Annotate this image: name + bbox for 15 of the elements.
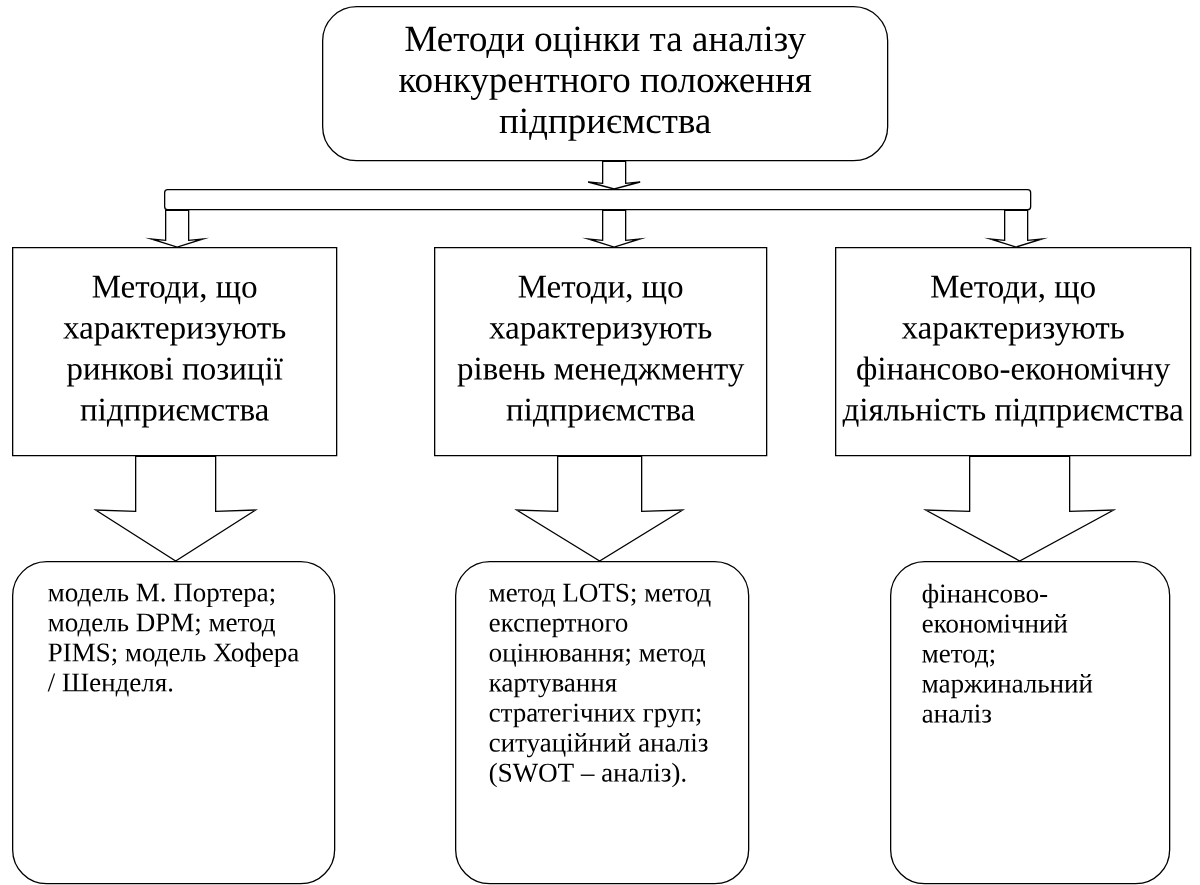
block-arrow bbox=[587, 160, 641, 190]
block-arrow bbox=[514, 455, 686, 562]
block-arrow bbox=[93, 455, 258, 562]
rounded-box: Методи оцінки та аналізу конкурентного положення підприємства bbox=[322, 6, 889, 162]
rounded-box: модель М. Портера; модель DPM; метод PIMS; модель Хофера / Шенделя. bbox=[12, 561, 336, 885]
method-box: Методи, що характеризують ринкові позиції підприємства bbox=[12, 247, 338, 457]
method-box: Методи, що характеризують рівень менеджменту підприємства bbox=[434, 247, 768, 457]
block-arrow bbox=[582, 209, 647, 248]
rounded-box: фінансово-економічний метод; маржинальний аналіз bbox=[890, 561, 1171, 885]
block-arrow bbox=[145, 209, 210, 248]
block-arrow bbox=[922, 455, 1117, 562]
method-box: Методи, що характеризують фінансово-економічну діяльність підприємства bbox=[835, 247, 1192, 457]
connector-bar bbox=[164, 189, 1032, 211]
rounded-box: метод LOTS; метод експертного оцінювання; метод картування стратегічних груп; ситуаційний аналіз (SWOT – аналіз). bbox=[455, 561, 750, 885]
block-arrow bbox=[984, 209, 1049, 248]
